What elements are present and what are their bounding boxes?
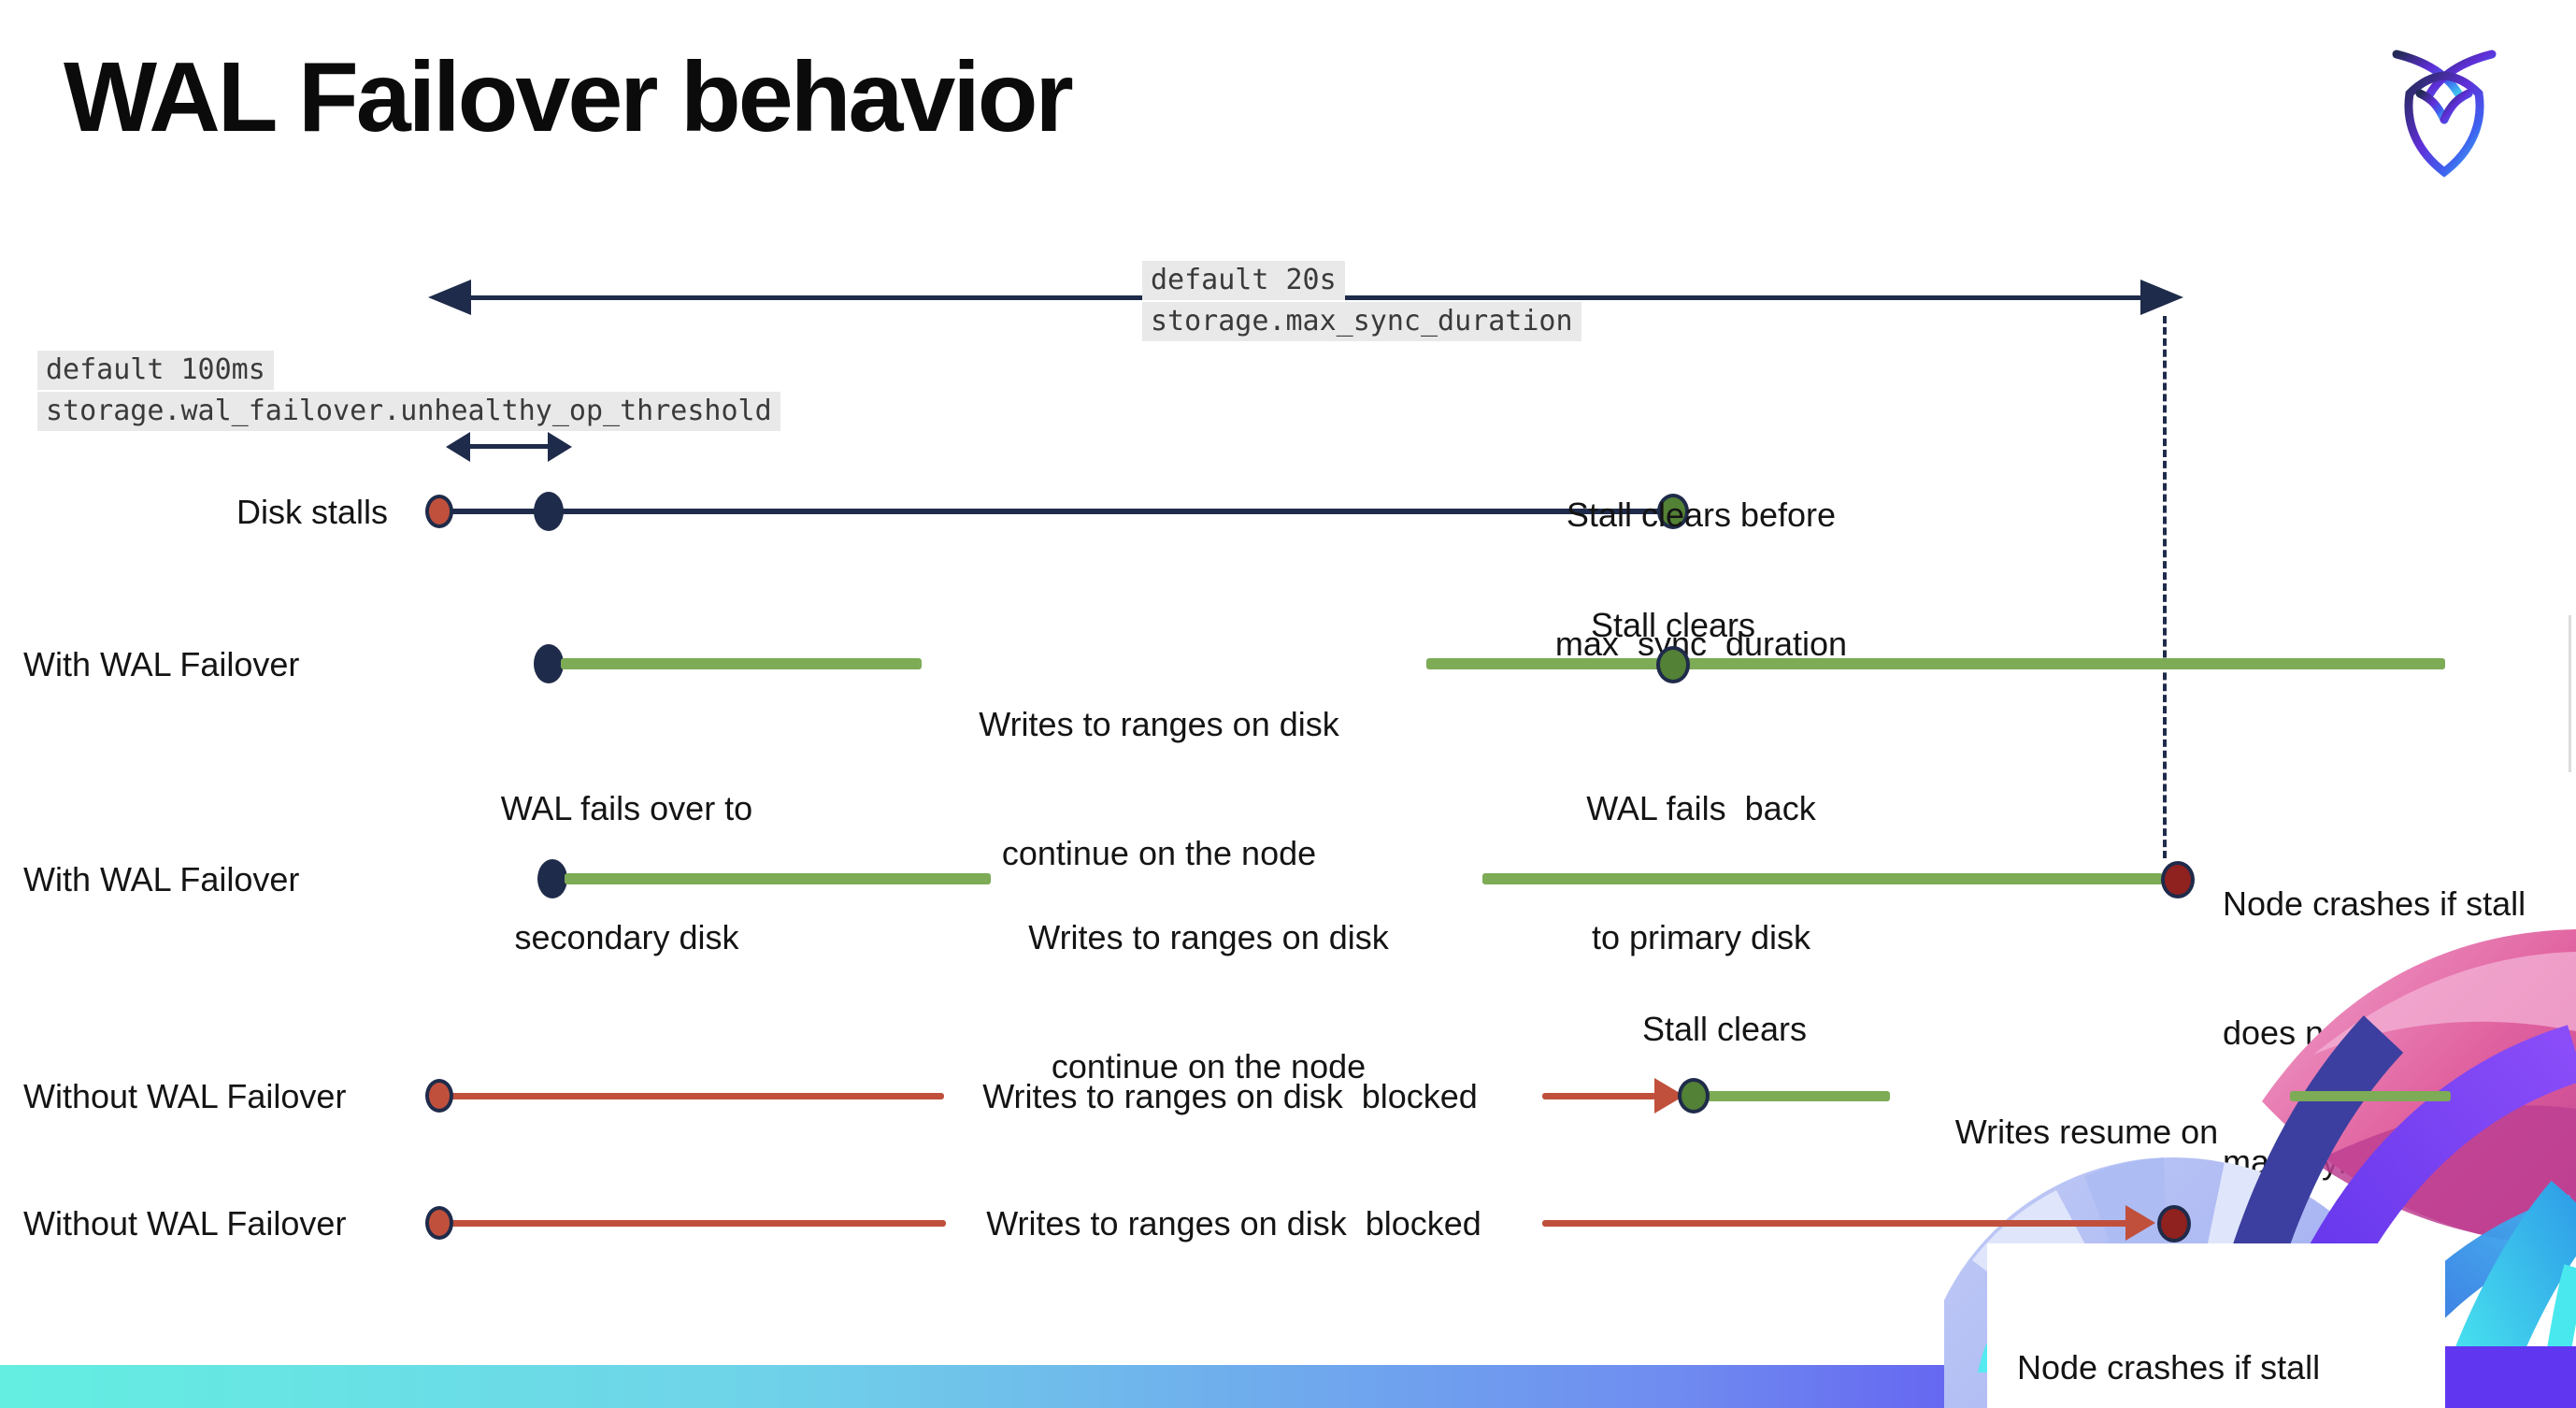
threshold-arrow [465, 444, 551, 449]
writes-resume-line-a [1707, 1091, 1890, 1101]
stall-clears-before-annotation: Stall clears before max_sync_duration [1554, 496, 1848, 663]
row-label-without-wal-failover-2: Without WAL Failover [23, 1204, 347, 1243]
threshold-reached-dot [534, 492, 564, 531]
red-arrow-head-icon-2 [2125, 1205, 2155, 1241]
stall-start-dot [425, 495, 453, 528]
row-label-with-wal-failover-1: With WAL Failover [23, 645, 300, 683]
writes-continue-line-d [1482, 873, 2163, 884]
failover-dot [534, 644, 564, 683]
writes-resume-line-b [2290, 1091, 2451, 1101]
node-crash-dot [2161, 861, 2195, 898]
max-sync-setting-label: storage.max_sync_duration [1142, 302, 1581, 341]
threshold-arrow-head-right-icon [548, 432, 572, 462]
unhealthy-op-default-label: default 100ms [37, 351, 274, 390]
threshold-arrow-head-left-icon [446, 432, 470, 462]
slide-edge-artifact [2569, 615, 2571, 772]
row-label-with-wal-failover-2: With WAL Failover [23, 860, 300, 898]
crash-callout-box [1987, 1243, 2445, 1408]
node-crash-annotation-2: Node crashes if stall does not clear in … [2017, 1348, 2321, 1386]
wal-fails-over-annotation: WAL fails over to secondary disk [500, 789, 753, 956]
max-sync-default-label: default 20s [1142, 261, 1345, 300]
writes-continue-line-a [561, 658, 922, 669]
writes-blocked-line-c [451, 1220, 946, 1227]
arrow-head-right-icon [2140, 280, 2183, 315]
row-label-without-wal-failover-1: Without WAL Failover [23, 1077, 347, 1115]
disk-stall-timeline [437, 509, 1673, 514]
failover-dot-2 [537, 859, 567, 898]
stall-clears-dot [1657, 494, 1689, 529]
arrow-head-left-icon [428, 280, 471, 315]
stall-clears-dot-2 [1656, 646, 1690, 683]
stall-clears-dot-3 [1678, 1078, 1710, 1113]
writes-blocked-line-b [1542, 1093, 1656, 1099]
row-label-disk-stalls: Disk stalls [236, 493, 388, 531]
dashed-drop-line [2163, 316, 2167, 858]
wal-fails-back-annotation: WAL fails back to primary disk [1586, 789, 1816, 956]
node-crash-dot-2 [2157, 1205, 2191, 1243]
unhealthy-op-setting-label: storage.wal_failover.unhealthy_op_thresh… [37, 392, 780, 431]
writes-blocked-line-d [1542, 1220, 2129, 1227]
writes-continue-annotation-2: Writes to ranges on disk continue on the… [1028, 918, 1389, 1085]
stall-clears-annotation-2: Stall clears [1590, 606, 1756, 644]
writes-continue-annotation: Writes to ranges on disk continue on the… [979, 705, 1339, 872]
writes-continue-line-c [565, 873, 991, 884]
writes-blocked-annotation-2: Writes to ranges on disk blocked [986, 1204, 1481, 1243]
page-title: WAL Failover behavior [64, 42, 1074, 152]
stall-clears-annotation-3: Stall clears [1641, 1010, 1808, 1048]
cockroach-labs-logo-icon [2392, 50, 2497, 178]
stall-start-dot-2 [425, 1079, 453, 1113]
writes-continue-line-b [1426, 658, 2445, 669]
writes-blocked-line-a [451, 1093, 944, 1099]
writes-blocked-annotation: Writes to ranges on disk blocked [982, 1077, 1478, 1115]
stall-start-dot-3 [425, 1206, 453, 1240]
